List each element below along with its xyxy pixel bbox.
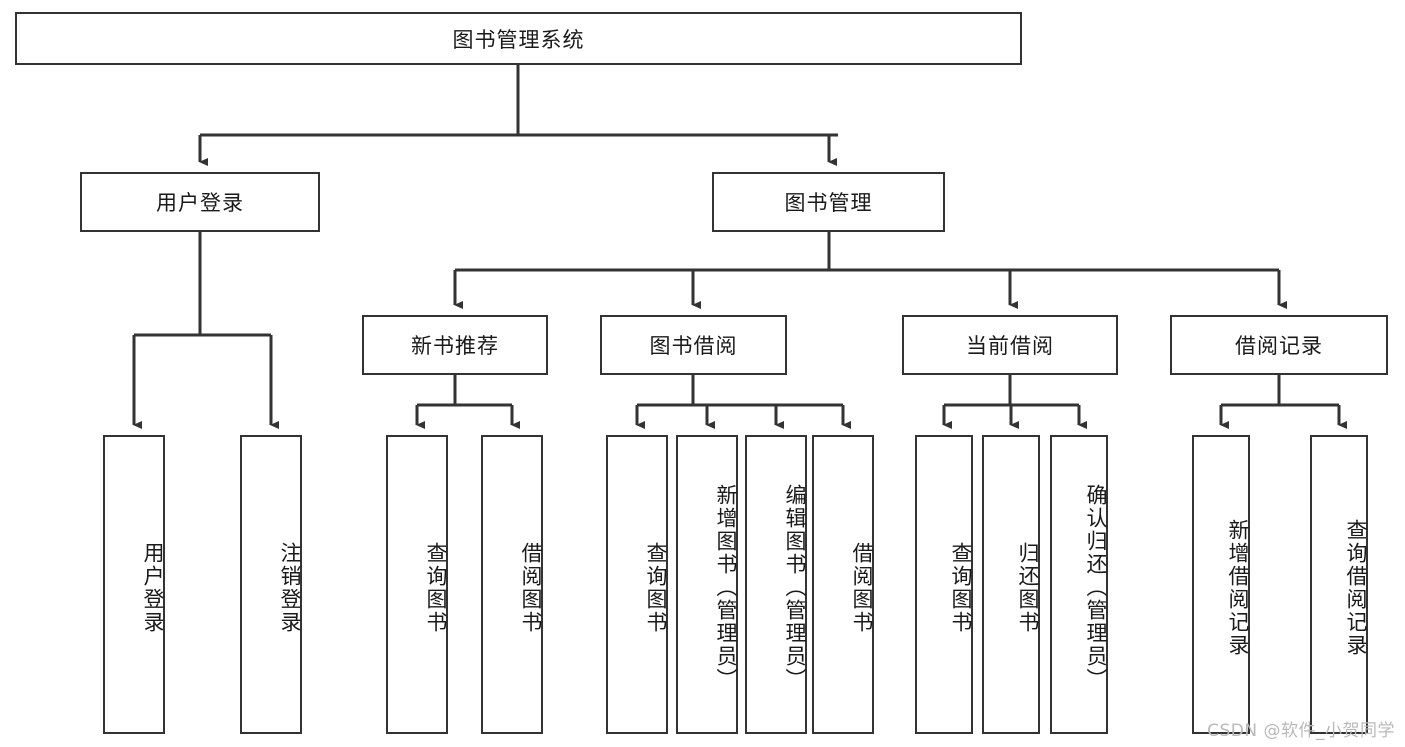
node-leaf-query-book-borrow[interactable]: 查询图书 [606,435,668,734]
node-label: 查询图书 [424,541,448,634]
node-leaf-return-book[interactable]: 归还图书 [982,435,1040,734]
node-label: 查询借阅记录 [1344,518,1368,657]
watermark: CSDN @软件_小贺同学 [1207,721,1395,741]
node-label: 归还图书 [1016,541,1040,634]
node-user-login[interactable]: 用户登录 [80,172,320,232]
node-label: 新增图书（管理员） [714,484,738,691]
node-label: 新书推荐 [411,334,499,358]
node-label: 借阅图书 [850,541,874,634]
node-borrow-record[interactable]: 借阅记录 [1170,315,1388,375]
node-leaf-query-book-recommend[interactable]: 查询图书 [386,435,448,734]
node-label: 注销登录 [278,541,302,634]
node-label: 新增借阅记录 [1226,518,1250,657]
node-root[interactable]: 图书管理系统 [15,12,1022,65]
node-leaf-query-book-current[interactable]: 查询图书 [915,435,973,734]
node-book-borrow[interactable]: 图书借阅 [600,315,787,375]
node-new-book-recommend[interactable]: 新书推荐 [362,315,548,375]
node-label: 用户登录 [141,541,165,634]
node-leaf-user-login[interactable]: 用户登录 [103,435,165,734]
node-leaf-borrow-book[interactable]: 借阅图书 [812,435,874,734]
node-label: 图书借阅 [649,334,738,358]
node-leaf-edit-book[interactable]: 编辑图书（管理员） [745,435,807,734]
node-label: 当前借阅 [966,334,1054,358]
node-book-management[interactable]: 图书管理 [712,172,945,232]
node-label: 查询图书 [949,541,973,634]
node-label: 图书管理 [784,191,873,215]
node-leaf-query-borrow-record[interactable]: 查询借阅记录 [1310,435,1368,734]
node-label: 借阅记录 [1235,334,1323,358]
node-leaf-borrow-book-recommend[interactable]: 借阅图书 [481,435,543,734]
node-current-borrow[interactable]: 当前借阅 [902,315,1118,375]
node-leaf-logout[interactable]: 注销登录 [240,435,302,734]
node-leaf-add-borrow-record[interactable]: 新增借阅记录 [1192,435,1250,734]
node-label: 编辑图书（管理员） [783,484,807,691]
node-label: 查询图书 [644,541,668,634]
node-label: 确认归还（管理员） [1084,484,1108,691]
node-label: 借阅图书 [519,541,543,634]
node-leaf-add-book[interactable]: 新增图书（管理员） [676,435,738,734]
node-label: 图书管理系统 [452,27,585,52]
node-label: 用户登录 [156,191,244,215]
node-leaf-confirm-return[interactable]: 确认归还（管理员） [1050,435,1108,734]
